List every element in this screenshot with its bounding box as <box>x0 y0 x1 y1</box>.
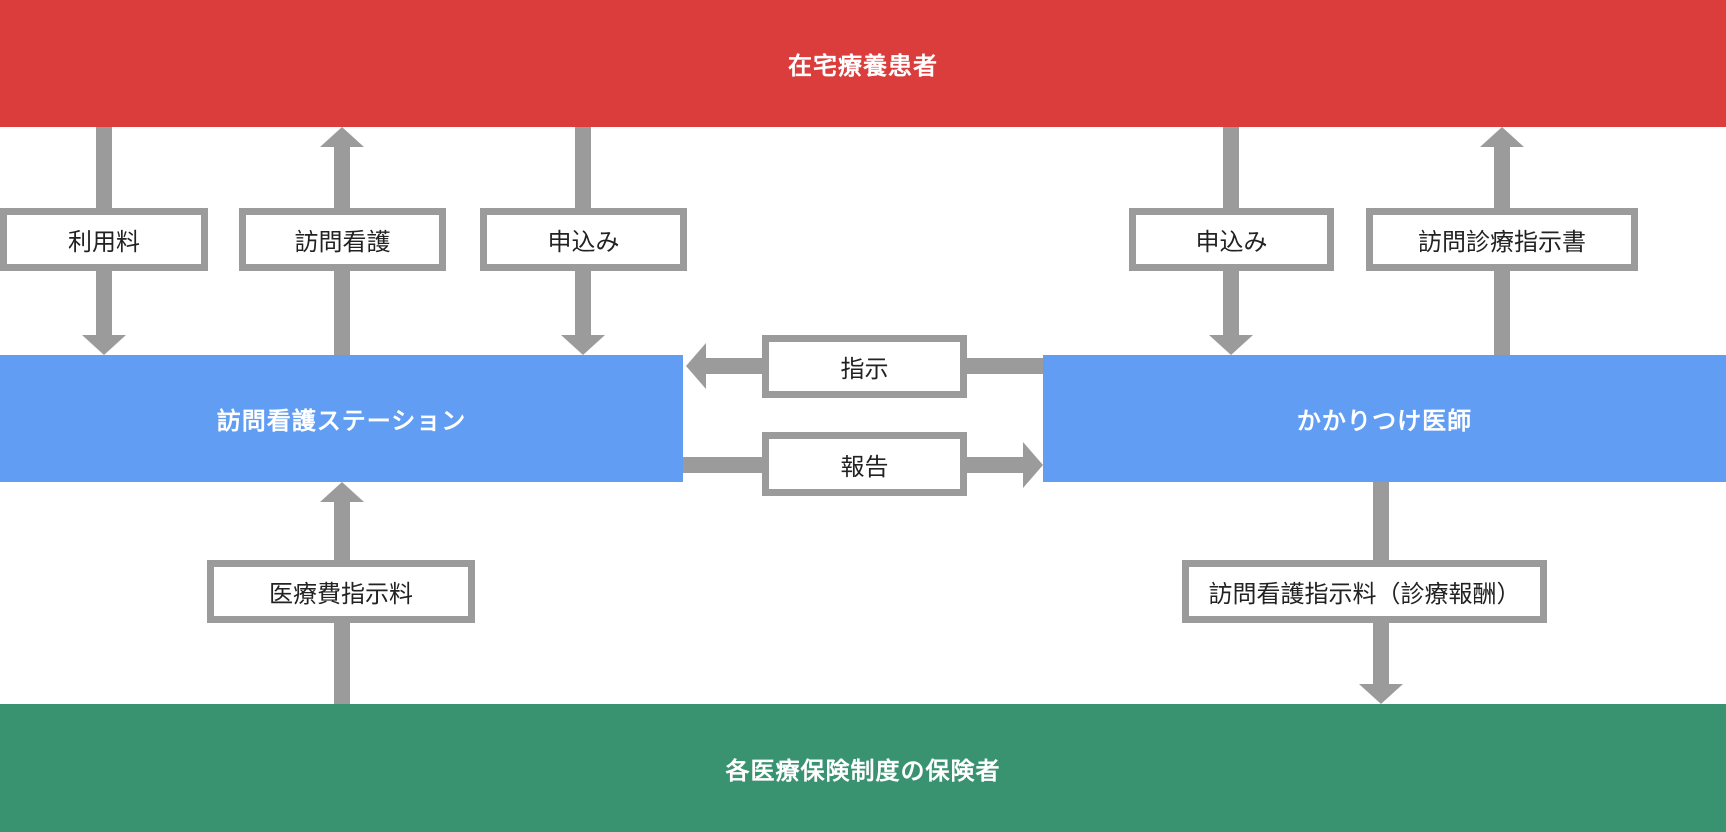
application-right-label-box: 申込み <box>1129 208 1334 271</box>
nursing-station-box: 訪問看護ステーション <box>0 355 683 482</box>
application-right-label: 申込み <box>1195 229 1268 256</box>
visiting-nursing-label-box: 訪問看護 <box>239 208 446 271</box>
arrow-down-icon <box>1209 335 1253 355</box>
arrow-up-icon <box>320 127 364 147</box>
report-label: 報告 <box>840 453 889 481</box>
medical-fee-instruction-label-box: 医療費指示料 <box>207 560 475 623</box>
arrow-right-icon <box>1023 442 1043 488</box>
nursing-instruction-fee-label: 訪問看護指示料（診療報酬） <box>1208 581 1521 608</box>
report-label-box: 報告 <box>762 432 967 496</box>
insurer-bar-label: 各医療保険制度の保険者 <box>725 757 1001 785</box>
arrow-left-icon <box>686 343 706 389</box>
arrow-down-icon <box>1359 684 1403 704</box>
nursing-instruction-fee-label-box: 訪問看護指示料（診療報酬） <box>1182 560 1547 623</box>
visiting-care-directive-label: 訪問診療指示書 <box>1418 229 1586 256</box>
instruction-label-box: 指示 <box>762 335 967 398</box>
medical-fee-instruction-label: 医療費指示料 <box>269 581 413 608</box>
patient-bar: 在宅療養患者 <box>0 0 1726 127</box>
usage-fee-label: 利用料 <box>68 229 140 256</box>
instruction-label: 指示 <box>840 356 889 383</box>
patient-bar-label: 在宅療養患者 <box>788 53 938 80</box>
application-left-label: 申込み <box>547 229 620 256</box>
usage-fee-label-box: 利用料 <box>0 208 208 271</box>
application-left-label-box: 申込み <box>480 208 687 271</box>
visiting-nursing-label: 訪問看護 <box>294 229 391 256</box>
arrow-down-icon <box>561 335 605 355</box>
family-doctor-box: かかりつけ医師 <box>1043 355 1726 482</box>
visiting-care-directive-label-box: 訪問診療指示書 <box>1366 208 1638 271</box>
arrow-up-icon <box>320 482 364 502</box>
nursing-station-label: 訪問看護ステーション <box>216 408 467 435</box>
insurer-bar: 各医療保険制度の保険者 <box>0 704 1726 832</box>
arrow-down-icon <box>82 335 126 355</box>
family-doctor-label: かかりつけ医師 <box>1296 408 1473 435</box>
arrow-up-icon <box>1480 127 1524 147</box>
